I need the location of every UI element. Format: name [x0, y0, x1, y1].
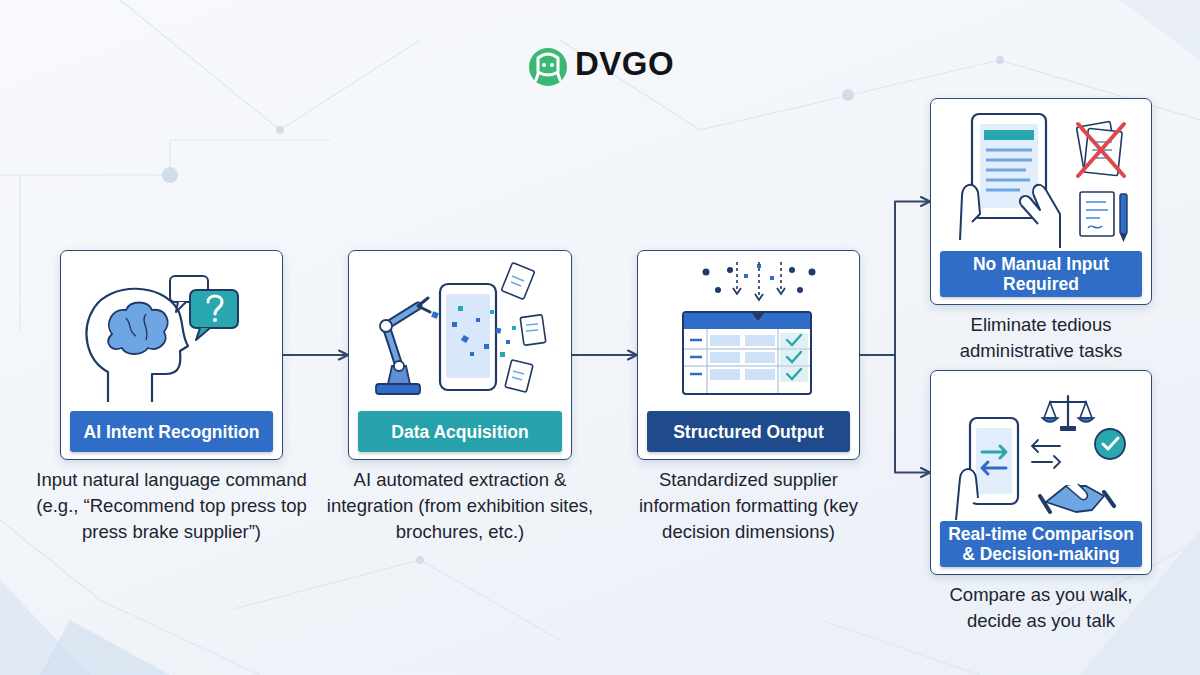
step-description: AI automated extraction & integration (f… [315, 467, 605, 545]
robot-phone-icon [376, 263, 546, 394]
step-description: Eliminate tedious administrative tasks [936, 312, 1146, 364]
flow-arrow [283, 354, 348, 356]
process-box: Data AcquisitionAI automated extraction … [348, 250, 572, 460]
step-label: AI Intent Recognition [70, 411, 273, 452]
step-label: Structured Output [647, 411, 850, 452]
tablet-hands-icon [960, 114, 1127, 248]
compare-handshake-icon [956, 396, 1125, 520]
step-label: Data Acquisition [358, 411, 562, 452]
step-label: Real-time Comparison & Decision-making [940, 521, 1142, 567]
flow-arrow [860, 202, 930, 356]
process-box: No Manual Input RequiredEliminate tediou… [930, 98, 1152, 305]
head-brain-icon [86, 276, 238, 402]
logo-icon [529, 48, 567, 86]
step-description: Input natural language command (e.g., “R… [31, 467, 313, 545]
table-icon [683, 262, 816, 394]
flow-arrow [860, 355, 930, 473]
step-description: Compare as you walk, decide as you talk [936, 582, 1146, 634]
flow-arrow [572, 354, 637, 356]
step-label: No Manual Input Required [940, 251, 1142, 297]
process-box: Real-time Comparison & Decision-makingCo… [930, 370, 1152, 575]
process-box: Structured OutputStandardized supplier i… [637, 250, 860, 460]
process-box: AI Intent RecognitionInput natural langu… [60, 250, 283, 460]
brand-name: DVGO [575, 45, 674, 83]
step-description: Standardized supplier information format… [633, 467, 865, 545]
